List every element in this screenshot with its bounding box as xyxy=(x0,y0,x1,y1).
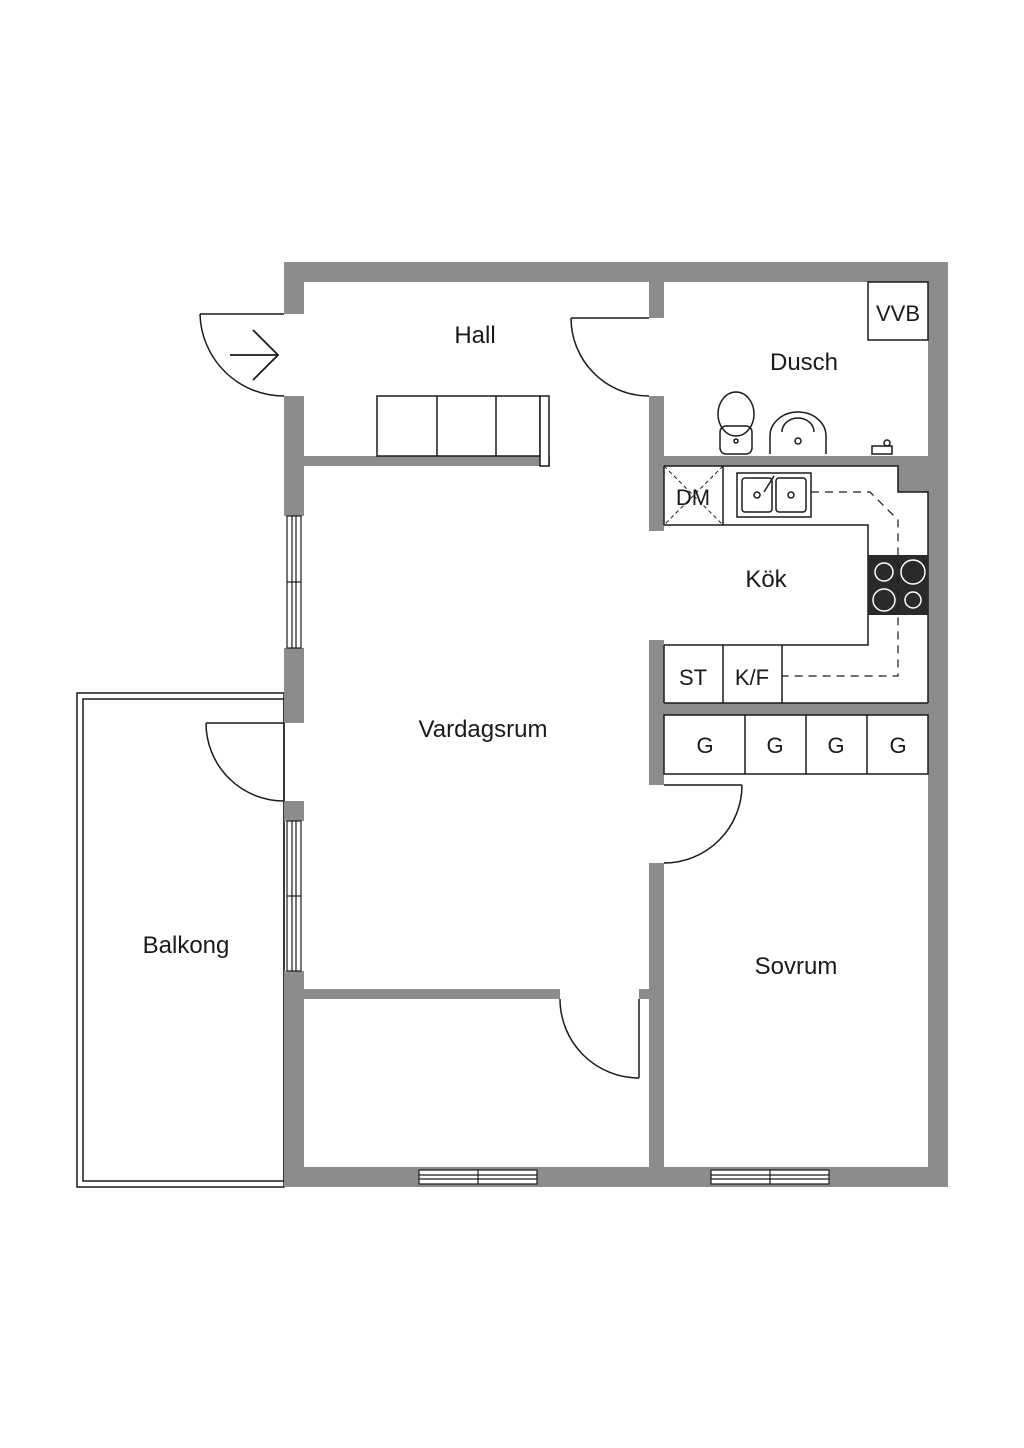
windows xyxy=(286,515,830,1185)
label-hall: Hall xyxy=(454,322,495,349)
walls xyxy=(284,262,948,1187)
balcony xyxy=(76,692,285,1188)
hall-wardrobes xyxy=(376,395,550,467)
label-sovrum: Sovrum xyxy=(755,953,838,980)
label-vvb: VVB xyxy=(876,301,920,326)
label-vardagsrum: Vardagsrum xyxy=(419,716,548,743)
label-kf: K/F xyxy=(735,665,769,690)
sink-icon xyxy=(736,472,812,518)
doors xyxy=(199,313,743,1079)
vvb-box xyxy=(867,281,929,341)
label-g-2: G xyxy=(766,733,783,758)
window-west-lower xyxy=(286,820,302,972)
label-g-1: G xyxy=(696,733,713,758)
faucet-icon xyxy=(871,439,893,455)
window-south-right xyxy=(710,1169,830,1185)
label-kok: Kök xyxy=(745,566,787,593)
entrance-arrow-icon xyxy=(230,329,280,381)
label-g-4: G xyxy=(889,733,906,758)
label-dusch: Dusch xyxy=(770,349,838,376)
label-balkong: Balkong xyxy=(143,932,230,959)
room-labels: Hall Dusch VVB DM Kök ST K/F Vardagsrum … xyxy=(143,301,920,980)
bathroom-fixtures xyxy=(717,281,929,455)
label-dm: DM xyxy=(676,485,710,510)
upper-cabinets-outline xyxy=(782,491,899,677)
label-g-3: G xyxy=(827,733,844,758)
label-st: ST xyxy=(679,665,707,690)
washbasin-icon xyxy=(769,411,827,454)
window-south-left xyxy=(418,1169,538,1185)
bedroom-wardrobes xyxy=(663,714,929,775)
window-west-upper xyxy=(286,515,302,649)
toilet-icon xyxy=(717,391,755,455)
